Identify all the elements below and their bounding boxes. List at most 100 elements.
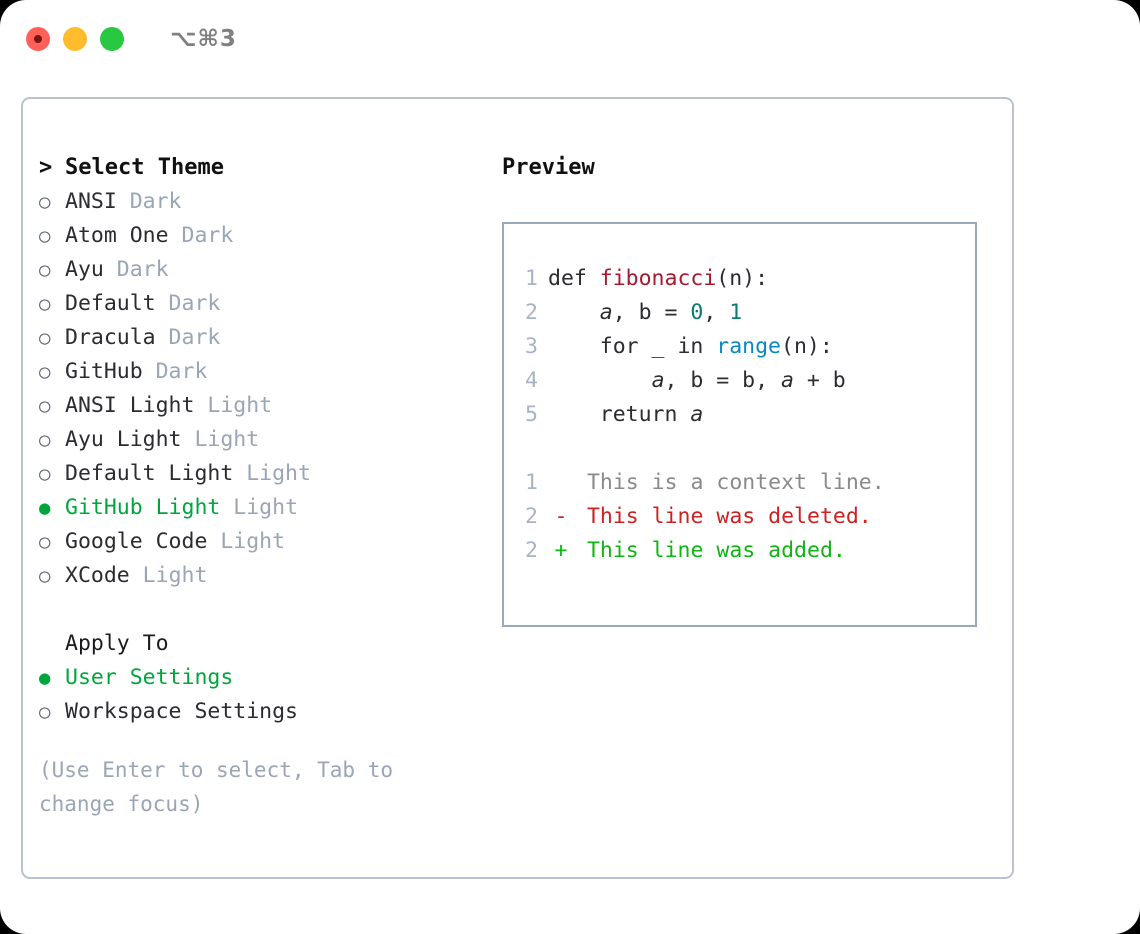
zoom-button-icon[interactable] (100, 27, 124, 51)
theme-item-variant: Dark (103, 257, 169, 282)
theme-item-label: Ayu Light (65, 427, 182, 452)
theme-list-item[interactable]: ○Default Dark (39, 287, 499, 321)
diff-line-del: 2- This line was deleted. (504, 500, 975, 534)
select-theme-header-label: Select Theme (65, 155, 224, 180)
code-token-plain: , b = b, (664, 368, 782, 393)
radio-unselected-icon: ○ (39, 565, 51, 587)
theme-item-label: ANSI Light (65, 393, 195, 418)
diff-line-add: 2 + This line was added. (504, 534, 975, 568)
keyboard-shortcut-label: ⌥⌘3 (170, 26, 237, 52)
theme-list-item[interactable]: ○ Google Code Light (39, 525, 499, 559)
theme-item-label: Google Code (65, 529, 208, 554)
code-line-number: 5 (525, 402, 538, 427)
code-token-plain (548, 368, 652, 393)
code-diff-separator (504, 432, 975, 466)
minimize-button-icon[interactable] (63, 27, 87, 51)
keyboard-hint: (Use Enter to select, Tab to change focu… (39, 758, 394, 816)
theme-item-variant: Dark (155, 291, 221, 316)
code-line-text: a, b = 0, 1 (548, 296, 742, 330)
diff-line-text: This line was deleted. (574, 504, 872, 529)
radio-unselected-icon: ○ (39, 701, 51, 723)
content-panel: >Select Theme ○ANSI Dark○Atom One Dark○A… (21, 97, 1014, 879)
code-token-plain: (n): (781, 334, 833, 359)
theme-item-variant: Light (233, 461, 311, 486)
diff-marker: + (554, 538, 568, 563)
diff-line-context: 1 This is a context line. (504, 466, 975, 500)
code-line: 4 a, b = b, a + b (504, 364, 975, 398)
window-controls (26, 27, 124, 51)
code-line: 2 a, b = 0, 1 (504, 296, 975, 330)
theme-item-label: GitHub (65, 359, 143, 384)
code-line-text: a, b = b, a + b (548, 364, 846, 398)
code-token-plain: = (651, 300, 691, 325)
apply-to-item-label: Workspace Settings (65, 699, 298, 724)
code-line: 3 for _ in range(n): (504, 330, 975, 364)
code-token-func: fibonacci (599, 266, 717, 291)
code-token-builtin: range (716, 334, 782, 359)
code-line-text: for _ in range(n): (548, 330, 833, 364)
code-token-num: 1 (729, 300, 743, 325)
radio-unselected-icon: ○ (39, 259, 51, 281)
theme-item-variant: Dark (168, 223, 234, 248)
theme-list: ○ANSI Dark○Atom One Dark○Ayu Dark○Defaul… (39, 185, 499, 593)
diff-sample: 1 This is a context line.2- This line wa… (504, 466, 975, 568)
theme-list-item[interactable]: ○ ANSI Dark (39, 185, 499, 219)
radio-unselected-icon: ○ (39, 395, 51, 417)
theme-list-item[interactable]: ○Ayu Dark (39, 253, 499, 287)
code-token-plain: + b (793, 368, 846, 393)
apply-to-list: ●User Settings ○ Workspace Settings (39, 661, 499, 729)
theme-list-item[interactable]: ○Default Light Light (39, 457, 499, 491)
code-token-num: 0 (690, 300, 704, 325)
theme-item-variant: Light (207, 529, 286, 554)
theme-item-variant: Dark (155, 325, 221, 350)
radio-unselected-icon: ○ (39, 463, 51, 485)
diff-line-number: 2 (525, 504, 538, 529)
theme-item-label: GitHub Light (65, 495, 221, 520)
theme-list-item[interactable]: ○GitHub Dark (39, 355, 499, 389)
radio-selected-icon: ● (39, 667, 51, 689)
diff-line-text: This is a context line. (574, 470, 885, 495)
theme-item-label: ANSI (65, 189, 117, 214)
diff-line-number: 1 (525, 470, 538, 495)
code-token-plain: for _ in (548, 334, 717, 359)
theme-list-item[interactable]: ○XCode Light (39, 559, 499, 593)
theme-list-item[interactable]: ○Ayu Light Light (39, 423, 499, 457)
diff-line-number: 2 (525, 538, 538, 563)
caret-icon: > (39, 155, 53, 180)
radio-unselected-icon: ○ (39, 531, 51, 553)
code-token-var: a (690, 402, 704, 427)
radio-unselected-icon: ○ (39, 191, 51, 213)
theme-list-item[interactable]: ○ANSI Light Light (39, 389, 499, 423)
theme-list-item[interactable]: ●GitHub Light Light (39, 491, 499, 525)
theme-item-variant: Light (129, 563, 208, 588)
code-line-text: return a (548, 398, 704, 432)
code-token-plain (548, 300, 600, 325)
close-button-icon[interactable] (26, 27, 50, 51)
theme-list-item[interactable]: ○ Dracula Dark (39, 321, 499, 355)
diff-line-text: This line was added. (574, 538, 846, 563)
radio-unselected-icon: ○ (39, 327, 51, 349)
radio-unselected-icon: ○ (39, 361, 51, 383)
apply-to-item[interactable]: ●User Settings (39, 661, 499, 695)
theme-item-variant: Dark (116, 189, 182, 214)
select-theme-header: > Select Theme (39, 151, 499, 185)
theme-item-label: Atom One (65, 223, 169, 248)
list-spacer (39, 593, 499, 627)
code-token-var: a (781, 368, 794, 393)
apply-to-item[interactable]: ○ Workspace Settings (39, 695, 499, 729)
code-token-plain: , (703, 300, 730, 325)
diff-marker (548, 466, 574, 500)
code-token-plain: , (612, 300, 639, 325)
theme-item-label: Dracula (65, 325, 156, 350)
radio-unselected-icon: ○ (39, 429, 51, 451)
code-token-plain: b (638, 300, 652, 325)
theme-list-item[interactable]: ○Atom One Dark (39, 219, 499, 253)
code-token-plain: return (548, 402, 691, 427)
code-line-number: 3 (525, 334, 538, 359)
code-token-var: a (651, 368, 665, 393)
